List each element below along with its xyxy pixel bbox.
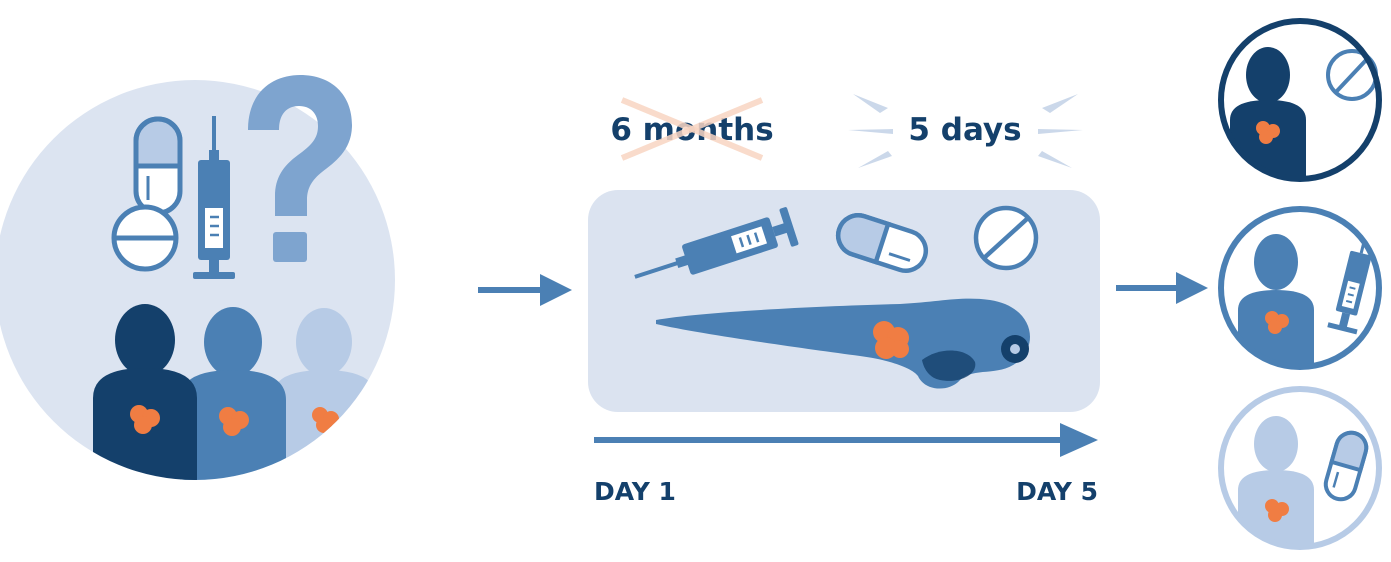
arrow-to-screening [478,274,572,306]
patients-options-group [0,75,395,480]
syringe-icon [193,116,235,279]
new-duration-group: 5 days [848,94,1083,168]
patient-capsule-result-icon [1218,386,1382,550]
tumor-icon [130,405,160,434]
tablet-icon [111,204,179,272]
new-duration-label: 5 days [908,112,1021,148]
tumor-icon [219,407,249,436]
tumor-icon [312,407,339,433]
time-comparison: 6 months 5 days [610,94,1083,168]
day-start-label: DAY 1 [594,477,676,506]
emphasis-rays-icon [848,94,1083,168]
question-mark-icon [248,75,352,262]
syringe-icon [634,207,799,279]
tumor-icon [873,321,909,359]
screening-panel [588,190,1100,412]
day-end-label: DAY 5 [1016,477,1098,506]
tablet-icon [973,205,1039,271]
arrow-to-results [1116,272,1208,304]
old-duration-group: 6 months [610,97,774,161]
zebrafish-larva-icon [656,298,1030,389]
pill-capsule-icon [835,213,929,273]
patient-mid-icon [180,307,286,480]
patient-syringe-result-icon [1218,206,1382,370]
cross-out-line [620,97,764,161]
pill-capsule-icon [133,116,183,216]
patient-tablet-result-icon [1218,18,1382,182]
timeline: DAY 1 DAY 5 [594,423,1098,506]
